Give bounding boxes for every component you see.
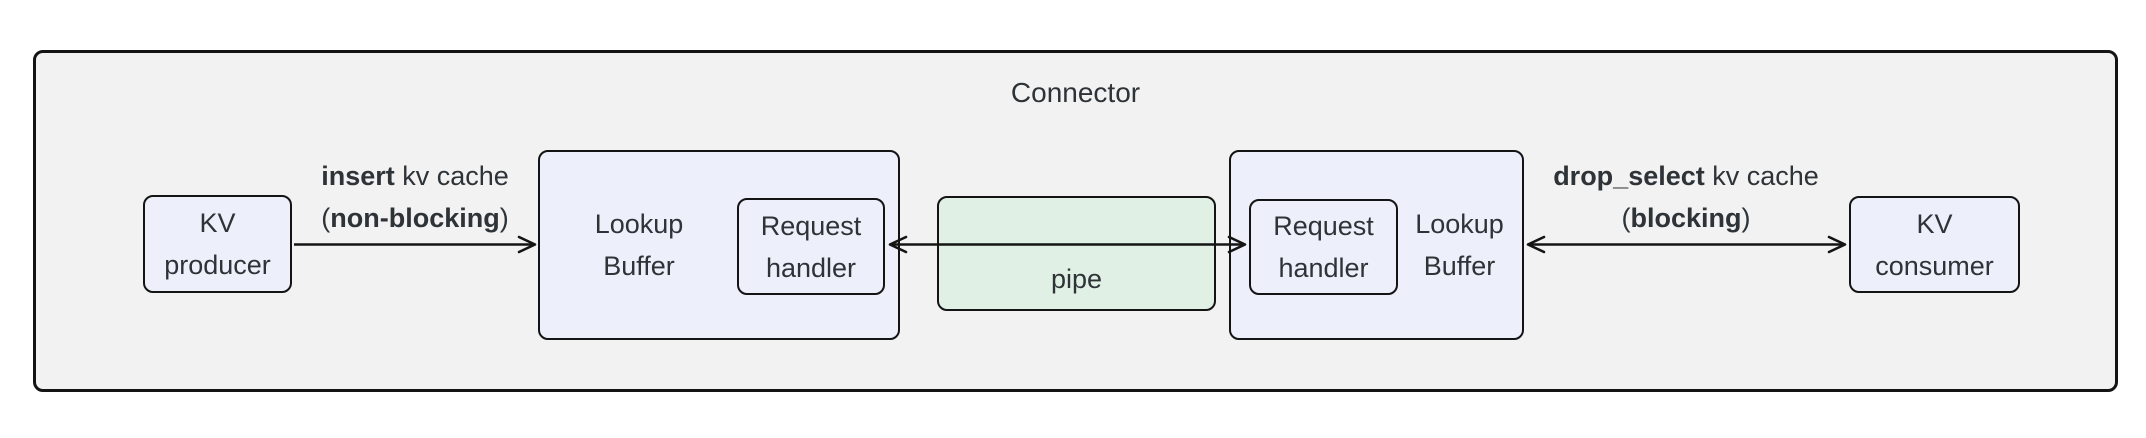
lookup-buffer-left-node: Lookup Buffer Request handler (538, 150, 900, 340)
kv-consumer-node: KV consumer (1849, 196, 2020, 293)
drop-select-edge-label-line1: drop_select kv cache (1553, 161, 1819, 191)
request-handler-left-node: Request handler (737, 198, 885, 295)
kv-consumer-label: KV consumer (1875, 208, 1994, 281)
drop-select-edge-label-line2: (blocking) (1621, 203, 1751, 233)
kv-producer-label: KV producer (164, 208, 271, 280)
lookup-buffer-right-node: Request handler Lookup Buffer (1229, 150, 1524, 340)
request-handler-left-label: Request handler (760, 210, 862, 283)
pipe-node: pipe (937, 196, 1216, 311)
lookup-buffer-left-label-area: Lookup Buffer (540, 152, 738, 338)
insert-edge-label-line1: insert kv cache (321, 161, 509, 191)
pipe-label: pipe (1050, 264, 1103, 294)
lookup-buffer-right-label: Lookup Buffer (1415, 209, 1504, 281)
lookup-buffer-left-label: Lookup Buffer (594, 209, 684, 281)
insert-edge-label-line2: (non-blocking) (321, 203, 509, 233)
lookup-buffer-right-label-area: Lookup Buffer (1397, 152, 1522, 338)
kv-producer-node: KV producer (143, 195, 292, 293)
request-handler-right-node: Request handler (1249, 199, 1398, 295)
drop-select-edge-label: drop_select kv cache (blocking) (1526, 155, 1846, 239)
insert-edge-label: insert kv cache (non-blocking) (255, 155, 575, 239)
connector-title: Connector (1010, 77, 1141, 108)
request-handler-right-label: Request handler (1273, 211, 1374, 283)
